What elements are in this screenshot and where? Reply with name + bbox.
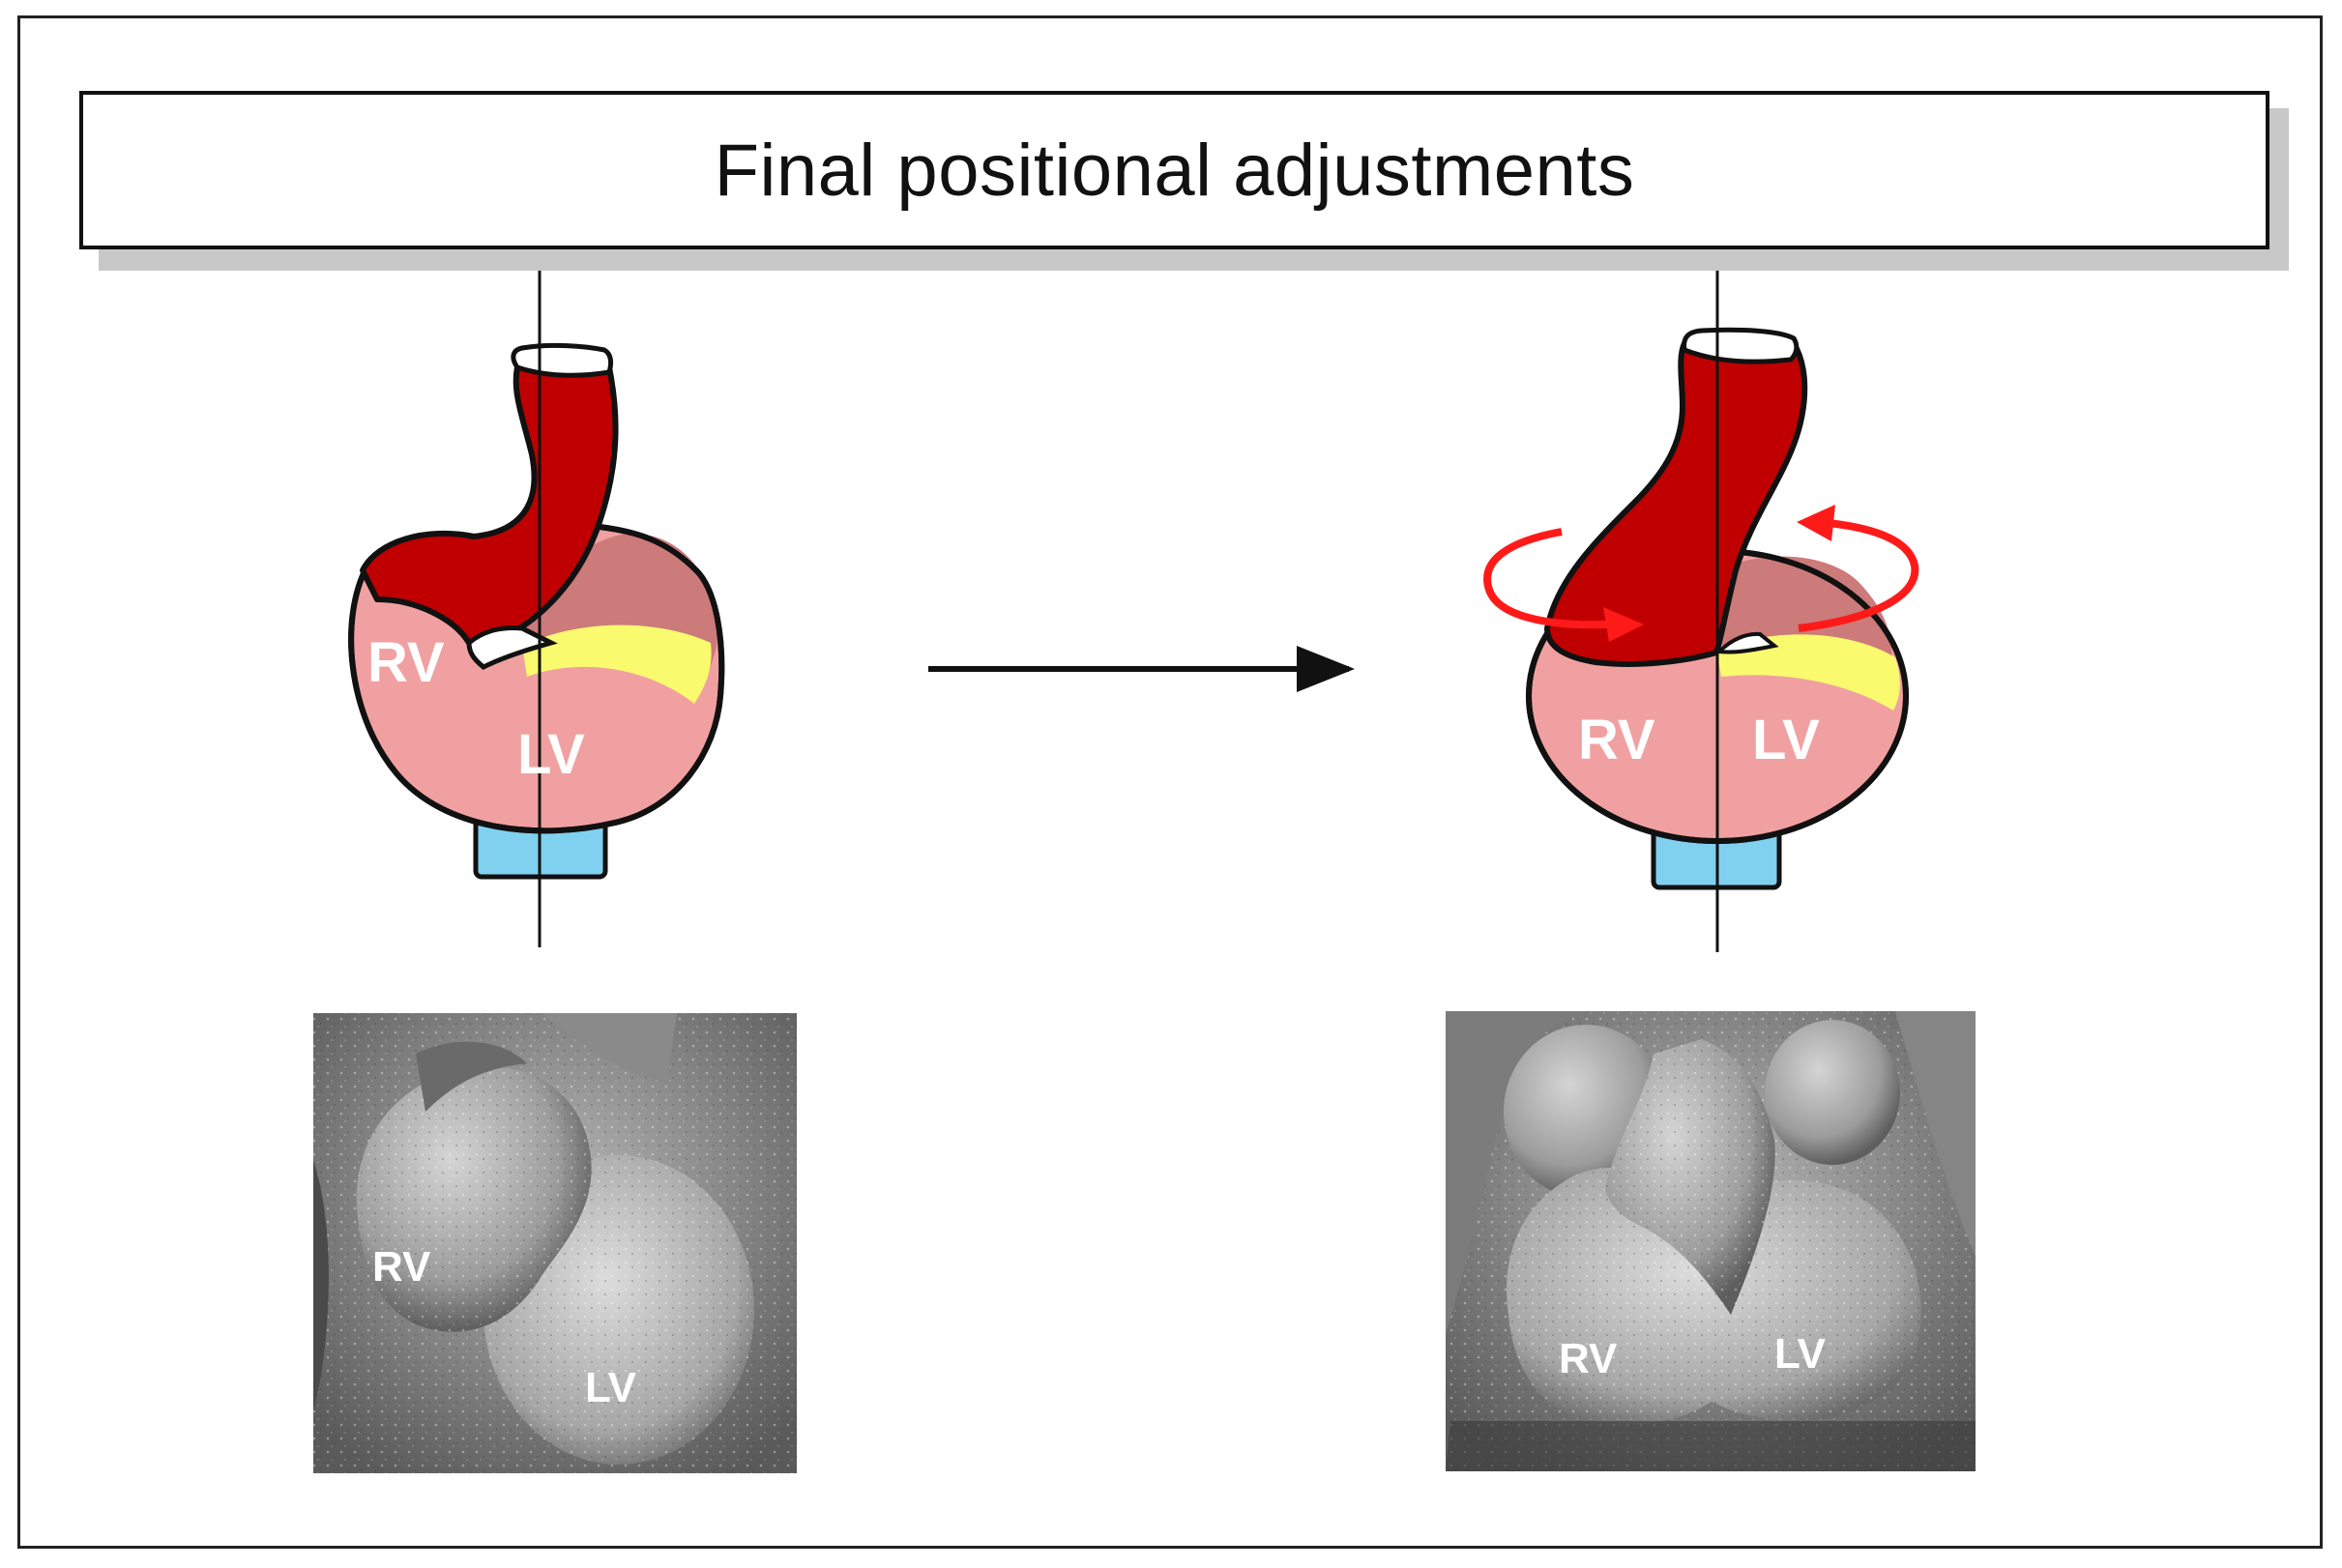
rotation-arrow-right — [1798, 518, 1919, 632]
right-outflow-lumen — [1682, 327, 1800, 364]
rotation-arrowhead-right — [1797, 505, 1835, 541]
left-outflow-lumen — [511, 342, 614, 378]
right-label-lv: LV — [1752, 709, 1820, 771]
right-heart-schematic: RV LV — [1483, 271, 1919, 952]
left-heart-schematic: RV LV — [348, 271, 725, 947]
right-sem-label-rv: RV — [1559, 1335, 1618, 1382]
left-label-lv: LV — [517, 723, 585, 786]
right-sem-micrograph: RV LV — [1446, 1011, 1976, 1471]
rotation-arrow-left — [1483, 528, 1625, 629]
title-box: Final positional adjustments — [79, 91, 2269, 249]
left-sem-micrograph: RV LV — [313, 1013, 797, 1473]
left-sem-label-lv: LV — [585, 1364, 637, 1411]
right-outflow-tract — [1544, 340, 1808, 667]
figure-title: Final positional adjustments — [714, 129, 1635, 212]
right-sem-label-lv: LV — [1774, 1330, 1827, 1378]
left-label-rv: RV — [367, 631, 445, 694]
figure-frame — [17, 15, 2323, 1549]
left-sem-label-rv: RV — [372, 1243, 431, 1291]
left-cushion-band — [522, 624, 712, 704]
right-label-rv: RV — [1578, 709, 1655, 771]
rotation-arrowhead-left — [1603, 607, 1644, 642]
left-inner-curvature-notch — [466, 625, 558, 670]
right-inner-curvature-notch — [1714, 631, 1779, 654]
right-cushion-band — [1716, 634, 1900, 711]
